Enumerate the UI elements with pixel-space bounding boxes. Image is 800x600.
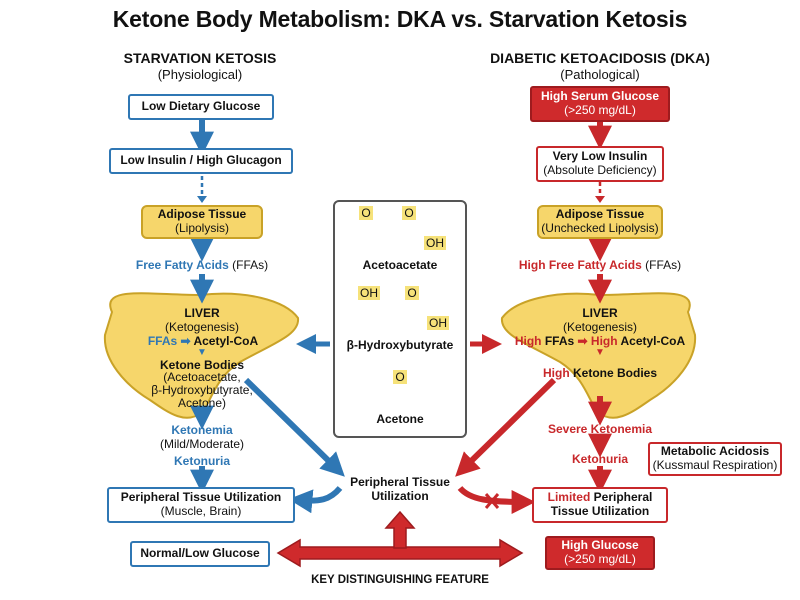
left-adipose-sub: (Lipolysis) [174, 221, 229, 235]
high-glucose-box: High Glucose (>250 mg/dL) [545, 536, 655, 570]
right-liver-high-1: High [514, 334, 542, 348]
center-peripheral-line-2: Utilization [371, 488, 429, 503]
hydroxybutyrate-label: β-Hydroxybutyrate [346, 338, 454, 352]
acetone-oxygen: O [393, 370, 407, 384]
left-ketonuria: Ketonuria [173, 454, 230, 468]
left-adipose-title: Adipose Tissue [157, 207, 247, 222]
left-ketone-item-2: β-Hydroxybutyrate, [151, 383, 253, 398]
right-ketonuria: Ketonuria [571, 452, 628, 466]
right-ketone-high: High [542, 366, 570, 380]
right-adipose-sub: (Unchecked Lipolysis) [541, 221, 659, 235]
left-ketonemia: Ketonemia [171, 423, 233, 437]
left-liver-ffa: FFAs [147, 334, 178, 348]
left-ketonemia-sub: (Mild/Moderate) [159, 437, 245, 451]
acetoacetate-oxygen-1: O [359, 206, 373, 220]
right-ffa-plain: (FFAs) [645, 258, 682, 272]
left-ffa-colored: Free Fatty Acids [135, 258, 229, 272]
left-ketone-title: Ketone Bodies [159, 358, 244, 372]
metabolic-acidosis-title: Metabolic Acidosis [660, 444, 770, 459]
normal-low-glucose-box: Normal/Low Glucose [130, 541, 270, 567]
left-subheading: (Physiological) [157, 67, 243, 82]
low-dietary-glucose-box: Low Dietary Glucose [128, 94, 274, 120]
left-ketone-list: (Acetoacetate, β-Hydroxybutyrate, Aceton… [122, 370, 282, 411]
right-peripheral-title-2: Tissue Utilization [550, 504, 650, 518]
left-liver-pathway: FFAs ➡ Acetyl-CoA [118, 334, 288, 348]
center-peripheral-line-1: Peripheral Tissue [350, 475, 450, 489]
right-ketone-title: Ketone Bodies [573, 366, 658, 380]
arrow-down-icon: ▼ [197, 347, 207, 358]
right-liver-high-2: High [590, 334, 618, 348]
left-peripheral-box: Peripheral Tissue Utilization (Muscle, B… [107, 487, 295, 523]
key-distinguishing-label: KEY DISTINGUISHING FEATURE [311, 574, 489, 586]
right-liver-title: LIVER [582, 306, 618, 320]
left-adipose-box: Adipose Tissue (Lipolysis) [141, 205, 263, 239]
arrow-down-icon: ▼ [595, 347, 605, 358]
right-liver-pathway: High FFAs ➡ High Acetyl-CoA [503, 334, 697, 348]
right-ffa-colored: High Free Fatty Acids [518, 258, 642, 272]
right-peripheral-box: Limited Peripheral Tissue Utilization [532, 487, 668, 523]
right-liver-acetyl: Acetyl-CoA [620, 334, 686, 348]
left-liver-title: LIVER [184, 306, 220, 320]
metabolic-acidosis-sub: (Kussmaul Respiration) [652, 458, 778, 472]
arrow-right-icon: ➡ [180, 334, 191, 348]
right-ffa-label: High Free Fatty Acids (FFAs) [500, 258, 700, 272]
left-liver-acetyl: Acetyl-CoA [193, 334, 259, 348]
right-ketonemia: Severe Ketonemia [547, 422, 653, 436]
right-ketone-label: High Ketone Bodies [520, 366, 680, 380]
right-subheading: (Pathological) [560, 67, 640, 82]
low-insulin-box: Low Insulin / High Glucagon [109, 148, 293, 174]
left-peripheral-title: Peripheral Tissue Utilization [120, 490, 282, 505]
acetone-label: Acetone [376, 412, 424, 426]
acetoacetate-oxygen-2: O [402, 206, 416, 220]
very-low-insulin-box: Very Low Insulin (Absolute Deficiency) [536, 146, 664, 182]
right-liver-sub: (Ketogenesis) [562, 320, 638, 334]
left-heading: STARVATION KETOSIS [123, 50, 277, 66]
page-title: Ketone Body Metabolism: DKA vs. Starvati… [112, 6, 688, 32]
left-ketone-item-1: (Acetoacetate, [163, 370, 241, 384]
right-adipose-box: Adipose Tissue (Unchecked Lipolysis) [537, 205, 663, 239]
left-ffa-plain: (FFAs) [232, 258, 269, 272]
very-low-insulin-title: Very Low Insulin [552, 149, 648, 164]
metabolic-acidosis-box: Metabolic Acidosis (Kussmaul Respiration… [648, 442, 782, 476]
hydroxybutyrate-hydroxyl-1: OH [358, 286, 380, 300]
left-ketone-item-3: Acetone) [177, 396, 227, 411]
center-peripheral-label: Peripheral Tissue Utilization [330, 475, 470, 504]
acetoacetate-hydroxyl: OH [424, 236, 446, 250]
right-adipose-title: Adipose Tissue [555, 207, 645, 222]
right-liver-ffa: FFAs [544, 334, 575, 348]
acetoacetate-label: Acetoacetate [362, 258, 438, 272]
very-low-insulin-sub: (Absolute Deficiency) [543, 163, 657, 177]
high-glucose-title: High Glucose [561, 538, 639, 553]
high-glucose-sub: (>250 mg/dL) [564, 552, 636, 566]
left-ffa-label: Free Fatty Acids (FFAs) [110, 258, 294, 272]
high-serum-glucose-sub: (>250 mg/dL) [564, 103, 636, 117]
right-heading: DIABETIC KETOACIDOSIS (DKA) [490, 50, 710, 66]
arrow-right-icon: ➡ [577, 334, 588, 348]
high-serum-glucose-box: High Serum Glucose (>250 mg/dL) [530, 86, 670, 122]
hydroxybutyrate-oxygen: O [405, 286, 419, 300]
left-peripheral-sub: (Muscle, Brain) [160, 504, 242, 518]
high-serum-glucose-title: High Serum Glucose [540, 89, 660, 104]
left-liver-sub: (Ketogenesis) [164, 320, 240, 334]
right-peripheral-title-1: Peripheral [593, 490, 653, 505]
hydroxybutyrate-hydroxyl-2: OH [427, 316, 449, 330]
right-peripheral-limited: Limited [547, 490, 591, 505]
